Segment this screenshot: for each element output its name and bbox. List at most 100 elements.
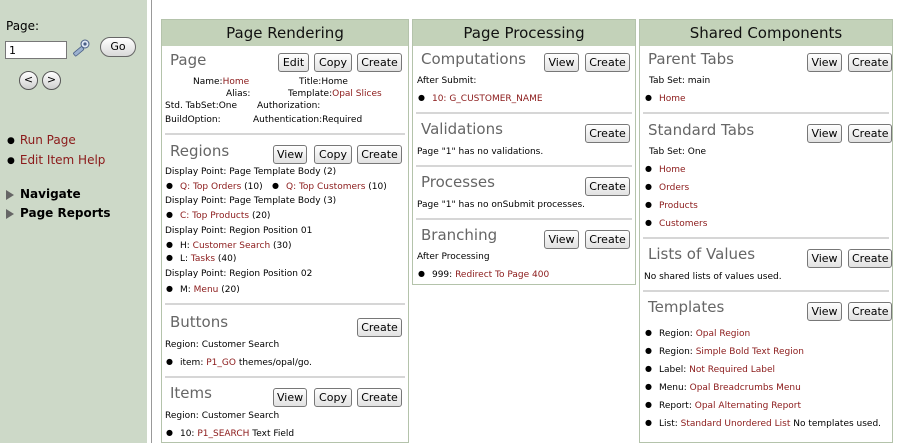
validations-empty-text: Page "1" has no validations. (417, 147, 544, 157)
display-point-label: Display Point: Region Position 02 (165, 269, 313, 279)
previous-page-button[interactable]: < (19, 71, 38, 90)
sidebar-links: Run Page Edit Item Help (7, 131, 106, 171)
page-reports-section[interactable]: Page Reports (6, 206, 111, 220)
validations-create-button[interactable]: Create (585, 124, 630, 143)
display-point-label: Display Point: Region Position 01 (165, 226, 313, 236)
computation-item: 10: G_CUSTOMER_NAME (418, 94, 543, 104)
template-item: List: Standard Unordered List No templat… (645, 419, 881, 429)
divider (643, 237, 889, 239)
page-authentication-row: Authentication:Required (253, 115, 363, 125)
divider (165, 376, 405, 378)
divider (416, 165, 632, 167)
page-create-button[interactable]: Create (357, 53, 402, 72)
template-item: Report: Opal Alternating Report (645, 401, 801, 411)
region-item: Q: Top Customers (10) (272, 182, 387, 192)
page-tabset-row: Std. TabSet:One (165, 101, 238, 111)
display-point-label: Display Point: Page Template Body (3) (165, 196, 337, 206)
page-edit-button[interactable]: Edit (278, 53, 309, 72)
template-item: Label: Not Required Label (645, 365, 775, 375)
items-section-title: Items (170, 384, 212, 402)
navigate-section[interactable]: Navigate (6, 187, 81, 201)
buttons-section-title: Buttons (170, 313, 229, 331)
lov-view-button[interactable]: View (807, 249, 842, 268)
flashlight-icon[interactable] (70, 39, 92, 59)
template-item: Menu: Opal Breadcrumbs Menu (645, 383, 801, 393)
processes-section-title: Processes (421, 173, 495, 191)
after-submit-label: After Submit: (417, 76, 477, 86)
computations-create-button[interactable]: Create (585, 53, 630, 72)
page-authorization-row: Authorization: (257, 101, 321, 111)
lov-empty-text: No shared lists of values used. (644, 272, 782, 282)
page-title-row: Title:Home (299, 77, 348, 87)
regions-copy-button[interactable]: Copy (314, 145, 352, 164)
divider (416, 112, 632, 114)
divider (165, 303, 405, 305)
items-copy-button[interactable]: Copy (314, 388, 352, 407)
template-item: Region: Simple Bold Text Region (645, 347, 804, 357)
regions-create-button[interactable]: Create (357, 145, 402, 164)
buttons-region-label: Region: Customer Search (165, 340, 280, 350)
page-item: 10: P1_SEARCH Text Field (166, 429, 294, 439)
templates-section-title: Templates (648, 298, 725, 316)
lov-section-title: Lists of Values (648, 245, 756, 263)
templates-view-button[interactable]: View (807, 302, 842, 321)
items-create-button[interactable]: Create (357, 388, 402, 407)
page-rendering-header: Page Rendering (162, 20, 408, 46)
run-page-link[interactable]: Run Page (7, 131, 105, 151)
edit-item-help-link[interactable]: Edit Item Help (7, 151, 106, 171)
page-copy-button[interactable]: Copy (314, 53, 352, 72)
page-section-title: Page (170, 51, 207, 69)
region-item: C: Top Products (20) (166, 211, 270, 221)
buttons-create-button[interactable]: Create (357, 318, 402, 337)
page-alias-row: Alias: (226, 89, 251, 99)
standard-tabs-create-button[interactable]: Create (848, 124, 892, 143)
expand-arrow-icon (6, 208, 14, 219)
standard-tabset-label: Tab Set: One (649, 147, 707, 157)
regions-section-title: Regions (170, 142, 230, 160)
processes-create-button[interactable]: Create (585, 177, 630, 196)
divider (416, 218, 632, 220)
display-point-label: Display Point: Page Template Body (2) (165, 167, 337, 177)
page-number-input[interactable] (5, 41, 67, 59)
standard-tab-item: Products (645, 201, 698, 211)
region-item: M: Menu (20) (166, 285, 240, 295)
templates-create-button[interactable]: Create (848, 302, 892, 321)
shared-components-panel: Shared Components Parent Tabs View Creat… (639, 19, 893, 443)
page-processing-panel: Page Processing Computations View Create… (412, 19, 636, 285)
expand-arrow-icon (6, 189, 14, 200)
next-page-button[interactable]: > (42, 71, 61, 90)
parent-tabset-label: Tab Set: main (649, 76, 711, 86)
parent-tabs-view-button[interactable]: View (807, 53, 842, 72)
sidebar: Page: Go < > Run Page Edit Item Help Nav… (0, 0, 147, 443)
divider (165, 133, 405, 135)
branching-section-title: Branching (421, 226, 498, 244)
regions-view-button[interactable]: View (273, 145, 307, 164)
standard-tabs-view-button[interactable]: View (807, 124, 842, 143)
lov-create-button[interactable]: Create (848, 249, 892, 268)
after-processing-label: After Processing (417, 252, 490, 262)
page-template-row: Template:Opal Slices (288, 89, 382, 99)
shared-components-header: Shared Components (640, 20, 892, 46)
go-button[interactable]: Go (100, 37, 136, 57)
validations-section-title: Validations (421, 120, 503, 138)
standard-tab-item: Home (645, 165, 686, 175)
standard-tabs-section-title: Standard Tabs (648, 121, 755, 139)
page-label: Page: (6, 19, 40, 33)
page-buildoption-row: BuildOption: (165, 115, 221, 125)
branching-create-button[interactable]: Create (585, 230, 630, 249)
divider (643, 112, 889, 114)
region-item: H: Customer Search (30) (166, 241, 292, 251)
divider (151, 0, 152, 443)
items-region-label: Region: Customer Search (165, 411, 280, 421)
parent-tabs-create-button[interactable]: Create (848, 53, 892, 72)
computations-section-title: Computations (421, 50, 526, 68)
branch-item: 999: Redirect To Page 400 (418, 270, 549, 280)
items-view-button[interactable]: View (273, 388, 307, 407)
computations-view-button[interactable]: View (544, 53, 579, 72)
branching-view-button[interactable]: View (544, 230, 579, 249)
region-item: L: Tasks (40) (166, 254, 236, 264)
page-processing-header: Page Processing (413, 20, 635, 46)
template-item: Region: Opal Region (645, 329, 750, 339)
processes-empty-text: Page "1" has no onSubmit processes. (417, 200, 586, 210)
standard-tab-item: Orders (645, 183, 689, 193)
